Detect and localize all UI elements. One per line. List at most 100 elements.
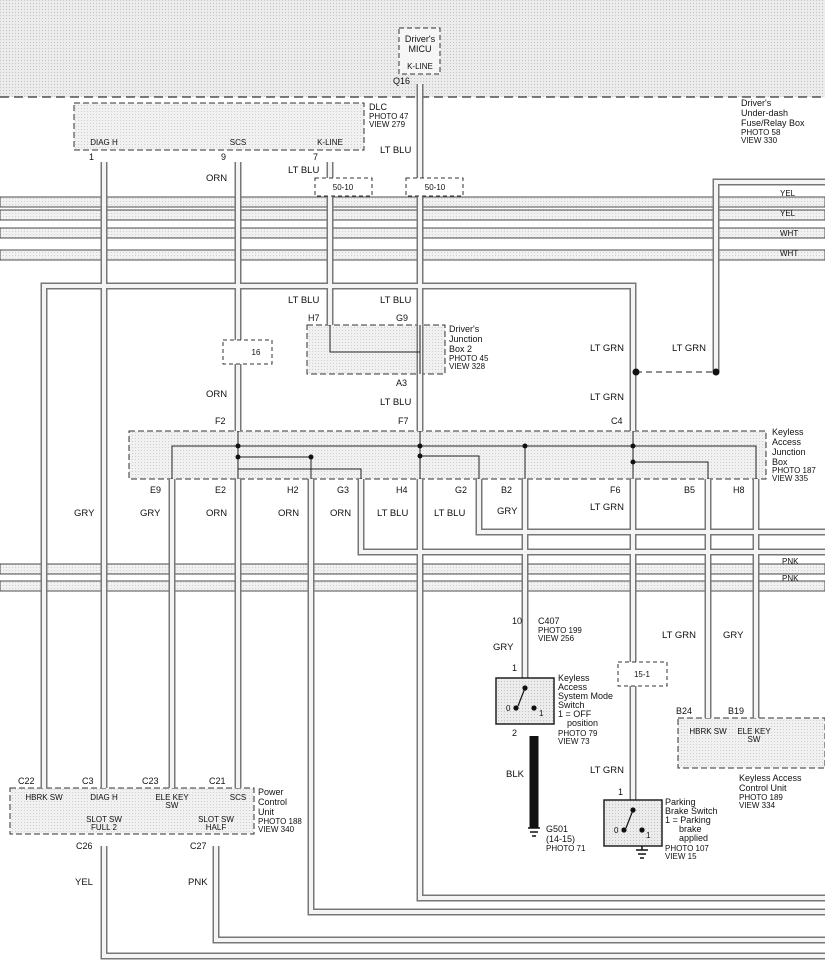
underdash-label-1: Driver's: [741, 98, 772, 108]
splice-d-label: 15-1: [634, 670, 651, 679]
kacu-label-1: Keyless Access: [739, 773, 802, 783]
splice-box-c: [222, 339, 273, 365]
splice-box-b: [405, 177, 464, 197]
c407-photo: PHOTO 199: [538, 626, 582, 635]
wire-label-yel-2: YEL: [780, 209, 796, 218]
pcu-label-hbrk: HBRK SW: [25, 793, 63, 802]
pcu-photo: PHOTO 188: [258, 817, 302, 826]
mode-switch-pos-0: 0: [506, 704, 511, 713]
wire-label-ltgrn-5: LT GRN: [662, 630, 696, 641]
mode-switch-label-5: 1 = OFF: [558, 709, 592, 719]
kajb-pin-h4: H4: [396, 485, 408, 495]
mode-switch-pin-1: 1: [512, 663, 517, 673]
pcu-view: VIEW 340: [258, 825, 295, 834]
kacu-photo: PHOTO 189: [739, 793, 783, 802]
wire-label-ltblu-2: LT BLU: [288, 165, 319, 176]
splice-box-a: [314, 177, 373, 197]
pcu-label-diagh: DIAG H: [90, 793, 118, 802]
kajb-label-4: Box: [772, 457, 788, 467]
jb2-label-2: Junction: [449, 334, 483, 344]
mode-switch-label-6: position: [567, 718, 598, 728]
wire-label-ltblu-6: LT BLU: [377, 508, 408, 519]
pbs-label-1: Parking: [665, 797, 696, 807]
kajb-photo: PHOTO 187: [772, 466, 816, 475]
kajb-label-1: Keyless: [772, 427, 804, 437]
kajb-pin-f7: F7: [398, 416, 409, 426]
pcu-label-elekey-2: SW: [166, 801, 179, 810]
wire-label-pnk-1: PNK: [782, 557, 799, 566]
pbs-label-2: Brake Switch: [665, 806, 718, 816]
kajb-label-2: Access: [772, 437, 802, 447]
mode-switch-pos-1: 1: [539, 709, 544, 718]
keyless-junction-box: [128, 430, 767, 480]
jb2-photo: PHOTO 45: [449, 354, 489, 363]
g501-photo: PHOTO 71: [546, 844, 586, 853]
kajb-pin-h8: H8: [733, 485, 745, 495]
pcu-pin-c21: C21: [209, 776, 226, 786]
pcu-label-scs: SCS: [230, 793, 246, 802]
wire-label-gry-3: GRY: [497, 506, 518, 517]
mode-switch-label-4: Switch: [558, 700, 585, 710]
wire-label-orn-1: ORN: [206, 173, 227, 184]
jb2-label-3: Box 2: [449, 344, 472, 354]
mode-switch-label-3: System Mode: [558, 691, 613, 701]
pbs-label-5: applied: [679, 833, 708, 843]
pbs-pin-1: 1: [618, 787, 623, 797]
pcu-pin-c23: C23: [142, 776, 159, 786]
micu-pin: K-LINE: [407, 62, 433, 71]
pcu-label-elekey: ELE KEY: [155, 793, 189, 802]
pcu-label-slot-full-2: FULL 2: [91, 823, 117, 832]
mode-switch-photo: PHOTO 79: [558, 729, 598, 738]
kajb-pin-f2: F2: [215, 416, 226, 426]
pcu-pin-c22: C22: [18, 776, 35, 786]
wire-label-orn-4: ORN: [278, 508, 299, 519]
wire-label-wht-2: WHT: [780, 249, 798, 258]
dlc-box: [73, 102, 365, 151]
pbs-photo: PHOTO 107: [665, 844, 709, 853]
micu-connector: Q16: [393, 76, 410, 86]
dlc-photo: PHOTO 47: [369, 112, 409, 121]
mode-switch-label-1: Keyless: [558, 673, 590, 683]
pcu-pin-c27: C27: [190, 841, 207, 851]
kajb-pin-g2: G2: [455, 485, 467, 495]
micu-title-1: Driver's: [405, 34, 436, 44]
harness-bundle-lower: [0, 563, 825, 592]
kajb-pin-e9: E9: [150, 485, 161, 495]
wire-label-yel-1: YEL: [780, 189, 796, 198]
jb2-view: VIEW 328: [449, 362, 486, 371]
wire-label-blk: BLK: [506, 769, 525, 780]
dlc-pin-kline: K-LINE: [317, 138, 343, 147]
splice-a-label: 50-10: [333, 183, 354, 192]
wire-label-ltgrn-4: LT GRN: [590, 502, 624, 513]
splice-box-d: [617, 661, 668, 687]
kacu-pin-b19: B19: [728, 706, 744, 716]
kacu-pin-elekey-2: SW: [748, 735, 761, 744]
kacu-view: VIEW 334: [739, 801, 776, 810]
kacu-pin-b24: B24: [676, 706, 692, 716]
wire-label-orn-3: ORN: [206, 508, 227, 519]
splice-b-label: 50-10: [425, 183, 446, 192]
keyless-control-unit-box: [677, 717, 825, 769]
kacu-label-2: Control Unit: [739, 783, 787, 793]
jb2-pin-h7: H7: [308, 313, 320, 323]
kajb-pin-g3: G3: [337, 485, 349, 495]
wires-gray-fill: [42, 84, 825, 958]
wire-label-ltblu-5: LT BLU: [380, 397, 411, 408]
dlc-view: VIEW 279: [369, 120, 406, 129]
underdash-label-3: Fuse/Relay Box: [741, 118, 805, 128]
g501-sub: (14-15): [546, 834, 575, 844]
wire-label-ltblu-7: LT BLU: [434, 508, 465, 519]
pbs-view: VIEW 15: [665, 852, 697, 861]
wire-label-ltgrn-2: LT GRN: [672, 343, 706, 354]
c407-name: C407: [538, 616, 560, 626]
kajb-pin-b2: B2: [501, 485, 512, 495]
dlc-pin-num-9: 9: [221, 152, 226, 162]
mode-switch-label-2: Access: [558, 682, 588, 692]
pcu-title-2: Control: [258, 797, 287, 807]
dlc-pin-scs: SCS: [230, 138, 246, 147]
wire-label-orn-5: ORN: [330, 508, 351, 519]
pcu-label-slot-half-2: HALF: [206, 823, 227, 832]
pcu-pin-c3: C3: [82, 776, 94, 786]
